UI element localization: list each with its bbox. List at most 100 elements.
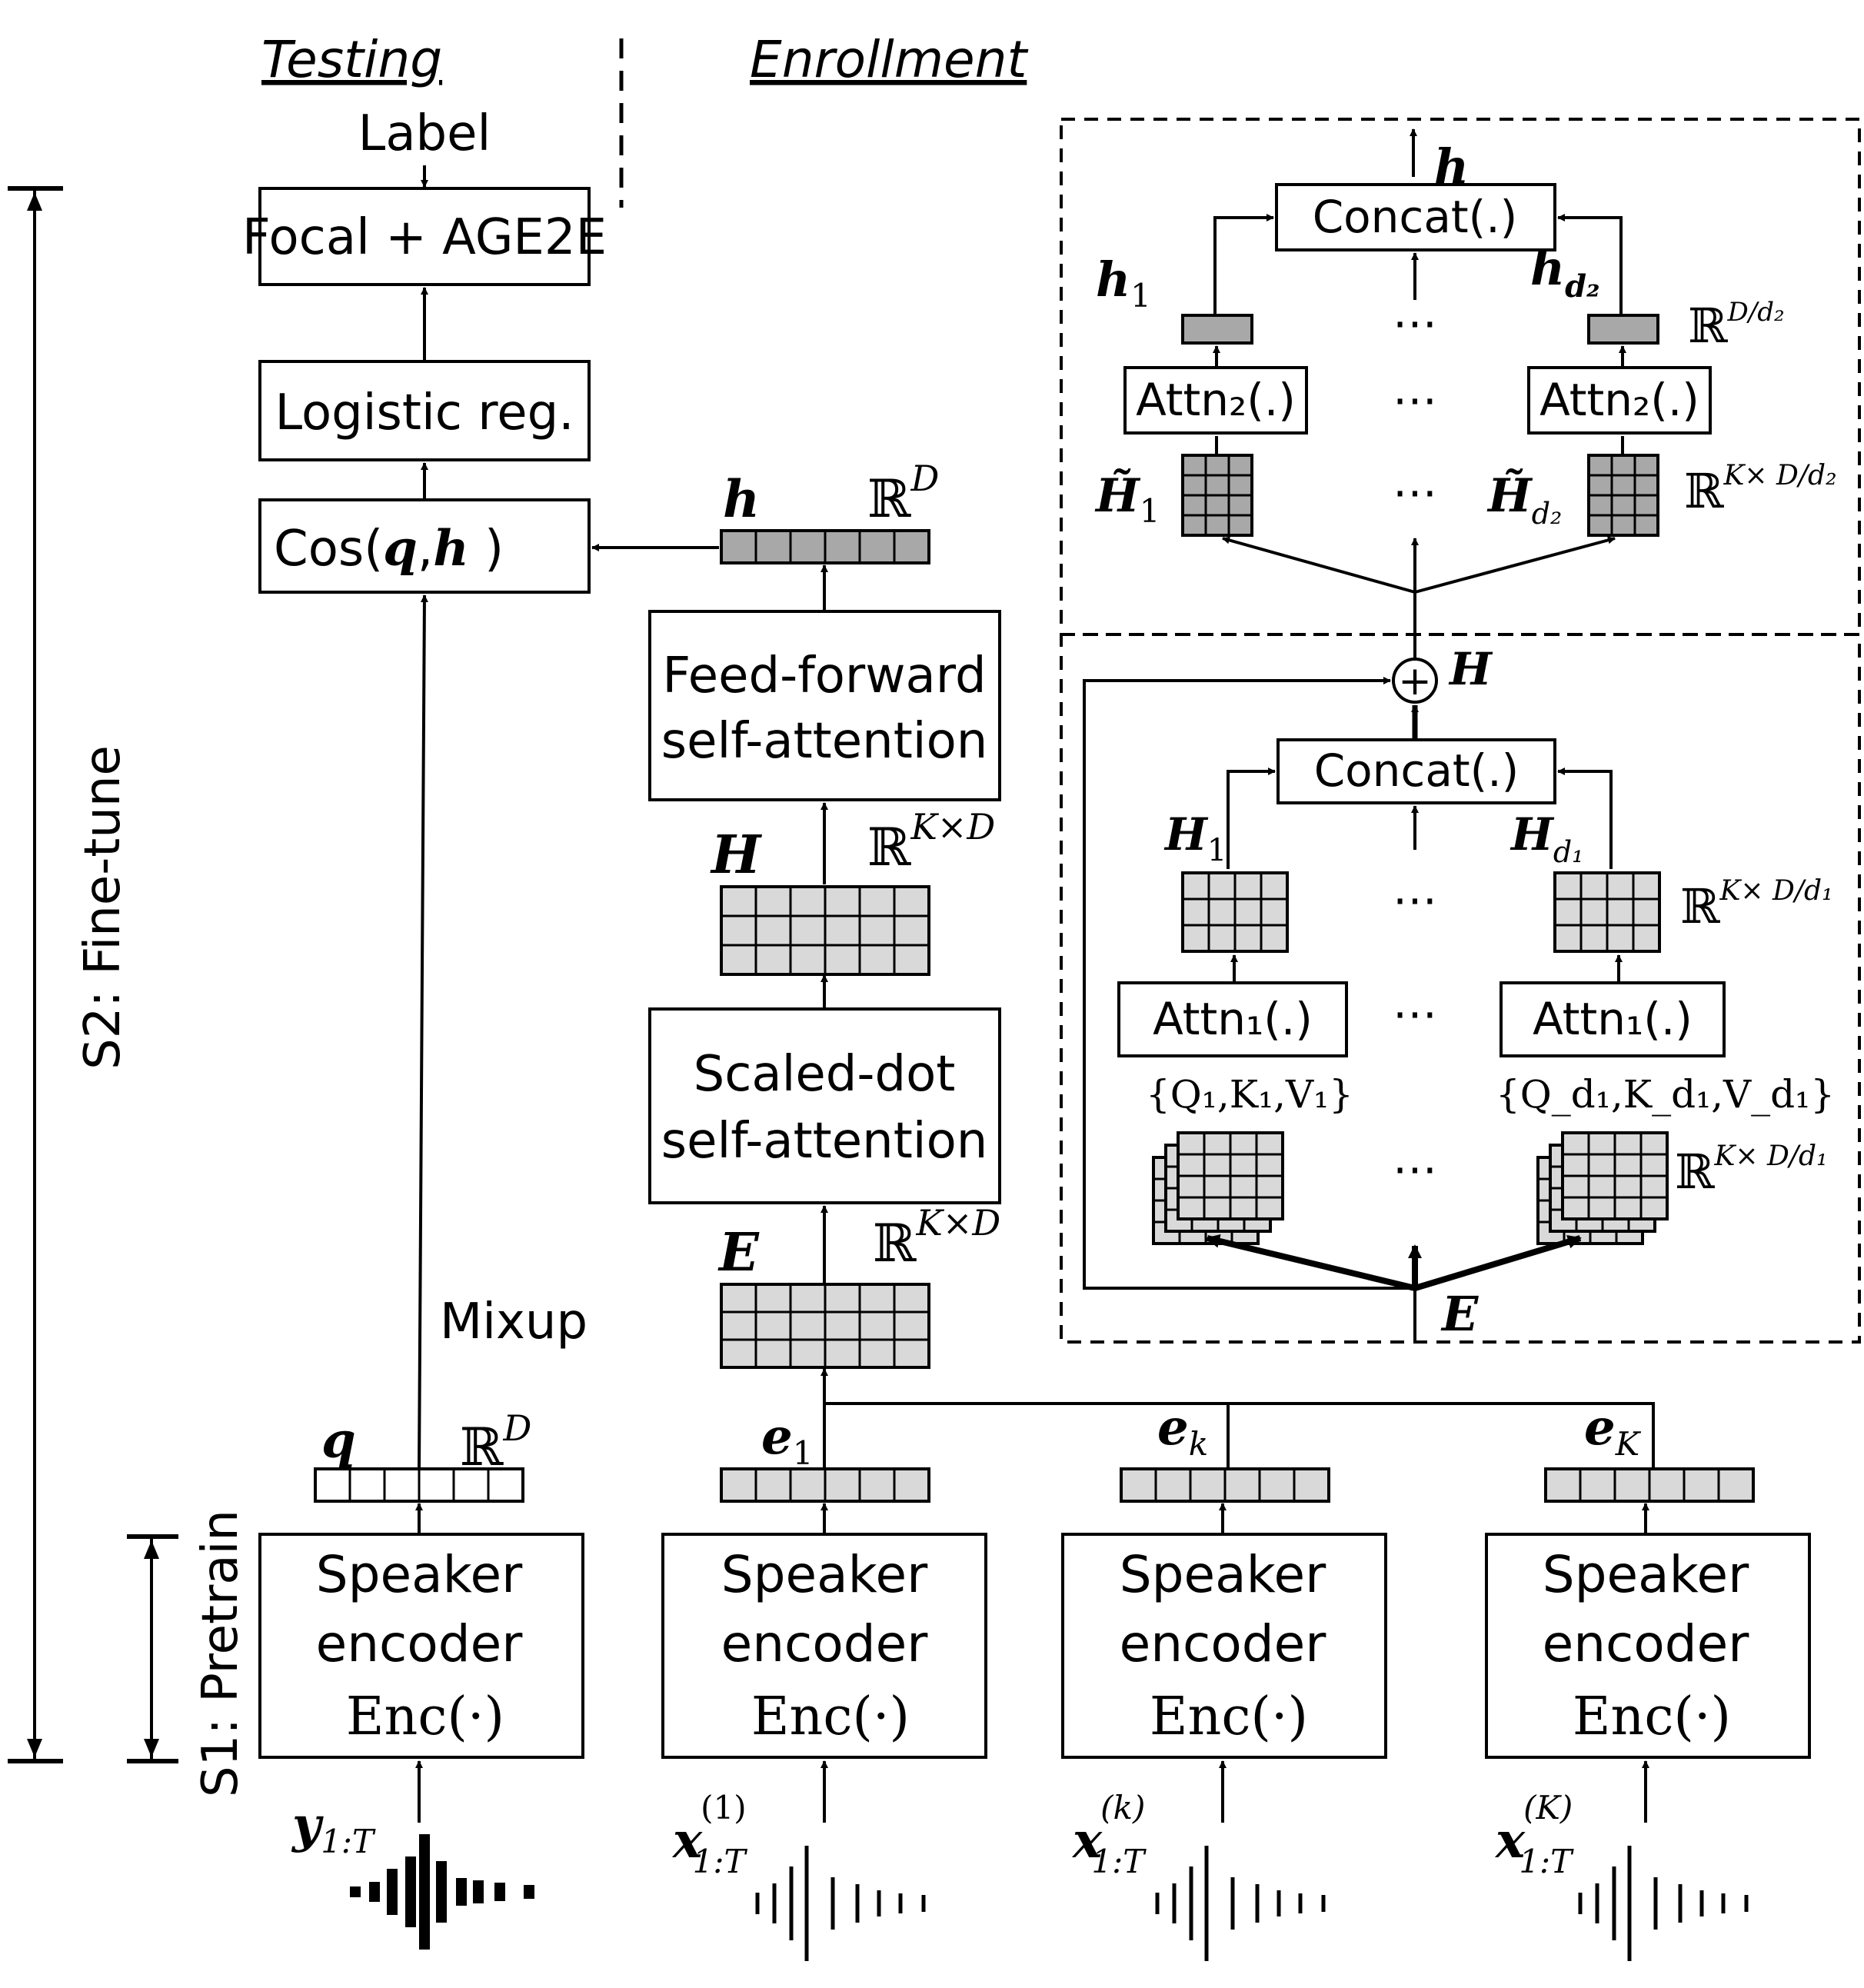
ffn-detail-concat-label: Concat(.) [1313, 191, 1518, 243]
H-matrix-cells [720, 885, 930, 976]
ffn-line1: Feed-forward [662, 648, 986, 704]
ffn-detail-hd2: hd₂ [1530, 240, 1600, 305]
waveforms [350, 1834, 1749, 1961]
y-input-symbol: y1:T [291, 1797, 376, 1860]
sdp-detail-qkvd1: {Q_d₁,K_d₁,V_d₁} [1496, 1072, 1835, 1117]
H-matrix [720, 885, 930, 976]
sdp-detail-plus-node [1392, 658, 1438, 704]
sdp-box [648, 1007, 1001, 1204]
sdp-detail-frame [1060, 633, 1861, 1344]
enrollment-header: Enrollment [750, 30, 1028, 89]
sdp-detail-space-a: ℝK× D/d₁ [1680, 875, 1833, 934]
q-symbol: q [321, 1412, 356, 1470]
sdp-detail-grids [1152, 871, 1669, 1245]
q-vector-cells [314, 1467, 524, 1503]
E-matrix-cells [720, 1283, 930, 1369]
E-matrix [720, 1283, 930, 1369]
sdp-detail-attn-box-2 [1500, 981, 1726, 1057]
loss-box [258, 187, 591, 286]
ffn-detail-attn-label-2: Attn₂(.) [1539, 374, 1699, 426]
sdp-detail-plus: + [1398, 658, 1432, 704]
encoder-line1: Speaker [1120, 1545, 1326, 1604]
q-vector [314, 1467, 524, 1503]
h-symbol: h [723, 469, 760, 529]
qkv-stack-2-layer-3 [1561, 1131, 1669, 1220]
loss-label: Focal + AGE2E [242, 209, 607, 266]
eK-vector [1544, 1467, 1755, 1503]
ffn-detail-space-mid: ℝK× D/d₂ [1684, 460, 1837, 519]
encoder-box [1061, 1533, 1387, 1759]
waveform-bar [387, 1869, 398, 1915]
sdp-detail-qkv1: {Q₁,K₁,V₁} [1146, 1072, 1353, 1117]
encoder-line2: encoder [1543, 1614, 1750, 1673]
sdp-line1: Scaled-dot [694, 1046, 956, 1103]
ffn-detail-attn-box-2 [1527, 366, 1712, 435]
h-vector-cells [720, 529, 930, 564]
sdp-detail-H: H [1448, 643, 1493, 695]
ffn-detail-space-top: ℝD/d₂ [1688, 297, 1785, 354]
e-vectors [720, 1467, 1755, 1503]
encoder-line2: encoder [721, 1614, 929, 1673]
sdp-detail-attn-box-1 [1117, 981, 1348, 1057]
finetune-label: S2: Fine-tune [75, 745, 131, 1070]
sdp-detail-dots-2: ⋯ [1393, 987, 1437, 1040]
e1-vector [720, 1467, 930, 1503]
xK-input-symbol: x(K)1:T [1494, 1789, 1574, 1880]
ffn-line2: self-attention [661, 713, 988, 770]
q-to-cos-arrow [418, 594, 428, 1470]
waveform-bar [419, 1834, 430, 1950]
label-text: Label [358, 105, 491, 162]
pretrain-bracket [127, 1534, 178, 1763]
waveform-bar [494, 1883, 505, 1901]
sdp-detail-attn-label-1: Attn₁(.) [1153, 993, 1313, 1045]
H-symbol: H [710, 824, 763, 886]
ek-symbol: ek [1157, 1399, 1208, 1463]
logistic-box [258, 360, 591, 461]
E-space: ℝK×D [873, 1202, 1000, 1274]
ffn-detail-Htd2: H̃d₂ [1486, 468, 1562, 531]
sdp-detail-dots-3: ⋯ [1393, 1143, 1437, 1195]
ffn-detail-h1: h1 [1096, 251, 1151, 315]
encoder-box [661, 1533, 987, 1759]
encoder-line1: Speaker [316, 1545, 523, 1604]
ffn-detail-attn-box-1 [1123, 366, 1308, 435]
encoder-line3: Enc(·) [346, 1687, 504, 1747]
waveform-bar [405, 1856, 416, 1927]
sdp-line2: self-attention [661, 1113, 988, 1170]
ffn-detail-h1-vec [1181, 314, 1253, 345]
pretrain-label: S1: Pretrain [192, 1510, 249, 1797]
ffn-detail-dots-1: ⋯ [1393, 297, 1437, 349]
sdp-detail-concat-label: Concat(.) [1314, 744, 1519, 797]
waveform-bar [473, 1880, 484, 1903]
sdp-detail-attn-label-2: Attn₁(.) [1533, 993, 1693, 1045]
waveform-bar [369, 1882, 380, 1902]
eK-symbol: eK [1584, 1399, 1642, 1463]
mixup-label: Mixup [440, 1294, 587, 1350]
logistic-label: Logistic reg. [275, 385, 574, 441]
encoder-line2: encoder [316, 1614, 524, 1673]
ffn-detail-dots-3: ⋯ [1393, 466, 1437, 518]
encoder-line1: Speaker [721, 1545, 928, 1604]
waveform-bar [456, 1878, 467, 1906]
encoder-line3: Enc(·) [751, 1687, 910, 1747]
waveform-bar [524, 1885, 534, 1899]
encoder-box [258, 1533, 584, 1759]
H-space: ℝK×D [867, 806, 995, 878]
x1-input-symbol: x(1)1:T [671, 1789, 748, 1880]
sdp-detail-E: E [1440, 1286, 1479, 1342]
cos-label: Cos(q,h ) [274, 520, 504, 578]
encoder-line3: Enc(·) [1150, 1687, 1308, 1747]
cos-box [258, 498, 591, 594]
testing-header: Testing [261, 30, 442, 89]
encoder-line2: encoder [1120, 1614, 1327, 1673]
ffn-detail-attn-label-1: Attn₂(.) [1136, 374, 1296, 426]
H1-grid [1181, 871, 1289, 953]
encoder-box [1485, 1533, 1811, 1759]
ffn-box [648, 610, 1001, 801]
